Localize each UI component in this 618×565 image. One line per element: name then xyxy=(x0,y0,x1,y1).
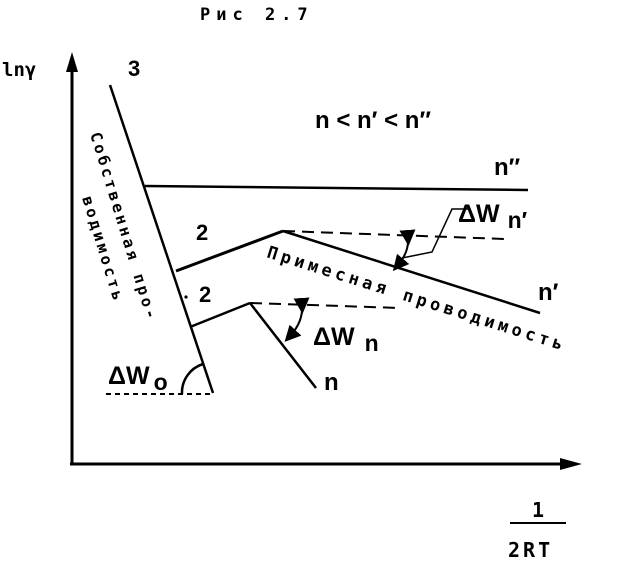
curve-n-prime-fall xyxy=(282,229,541,315)
x-axis-arrowhead xyxy=(560,458,582,470)
curve-n-double-prime xyxy=(144,184,529,192)
x-axis-label-numerator: 1 xyxy=(532,498,544,522)
curve-n-dashed xyxy=(249,302,401,309)
curve-n-rise xyxy=(189,301,251,329)
dot-marker xyxy=(184,295,188,299)
curve-n-prime-rise xyxy=(175,229,284,273)
relation-label: n < n′ < n″ xyxy=(315,107,431,134)
region-3-label: 3 xyxy=(128,56,140,81)
curve-n-fall xyxy=(249,302,317,389)
curve-n-prime-dashed xyxy=(282,230,506,240)
y-axis-arrowhead xyxy=(66,52,78,72)
region-2-lower-label: 2 xyxy=(199,282,211,307)
curve-n-prime-label: n′ xyxy=(538,279,559,306)
delta-wn-angle-arc xyxy=(284,297,310,342)
delta-wn-prime-leader xyxy=(401,208,470,259)
x-axis-label-denominator: 2RT xyxy=(508,538,553,562)
delta-w0-subscript: o xyxy=(154,369,168,395)
curve-n-double-prime-label: n″ xyxy=(494,154,521,181)
curve-n-label: n xyxy=(324,369,339,396)
delta-w0-angle-arc xyxy=(180,362,204,395)
figure-caption: Рис 2.7 xyxy=(200,5,314,25)
region-2-upper-label: 2 xyxy=(196,220,208,245)
delta-wn-prime-angle-arc xyxy=(392,229,416,272)
impurity-label: Примесная проводимость xyxy=(264,243,569,356)
intrinsic-line xyxy=(108,84,215,394)
y-axis-label: lnγ xyxy=(2,59,36,81)
delta-wn-subscript: n xyxy=(365,330,379,356)
delta-wn-prime-subscript: n′ xyxy=(508,207,528,233)
